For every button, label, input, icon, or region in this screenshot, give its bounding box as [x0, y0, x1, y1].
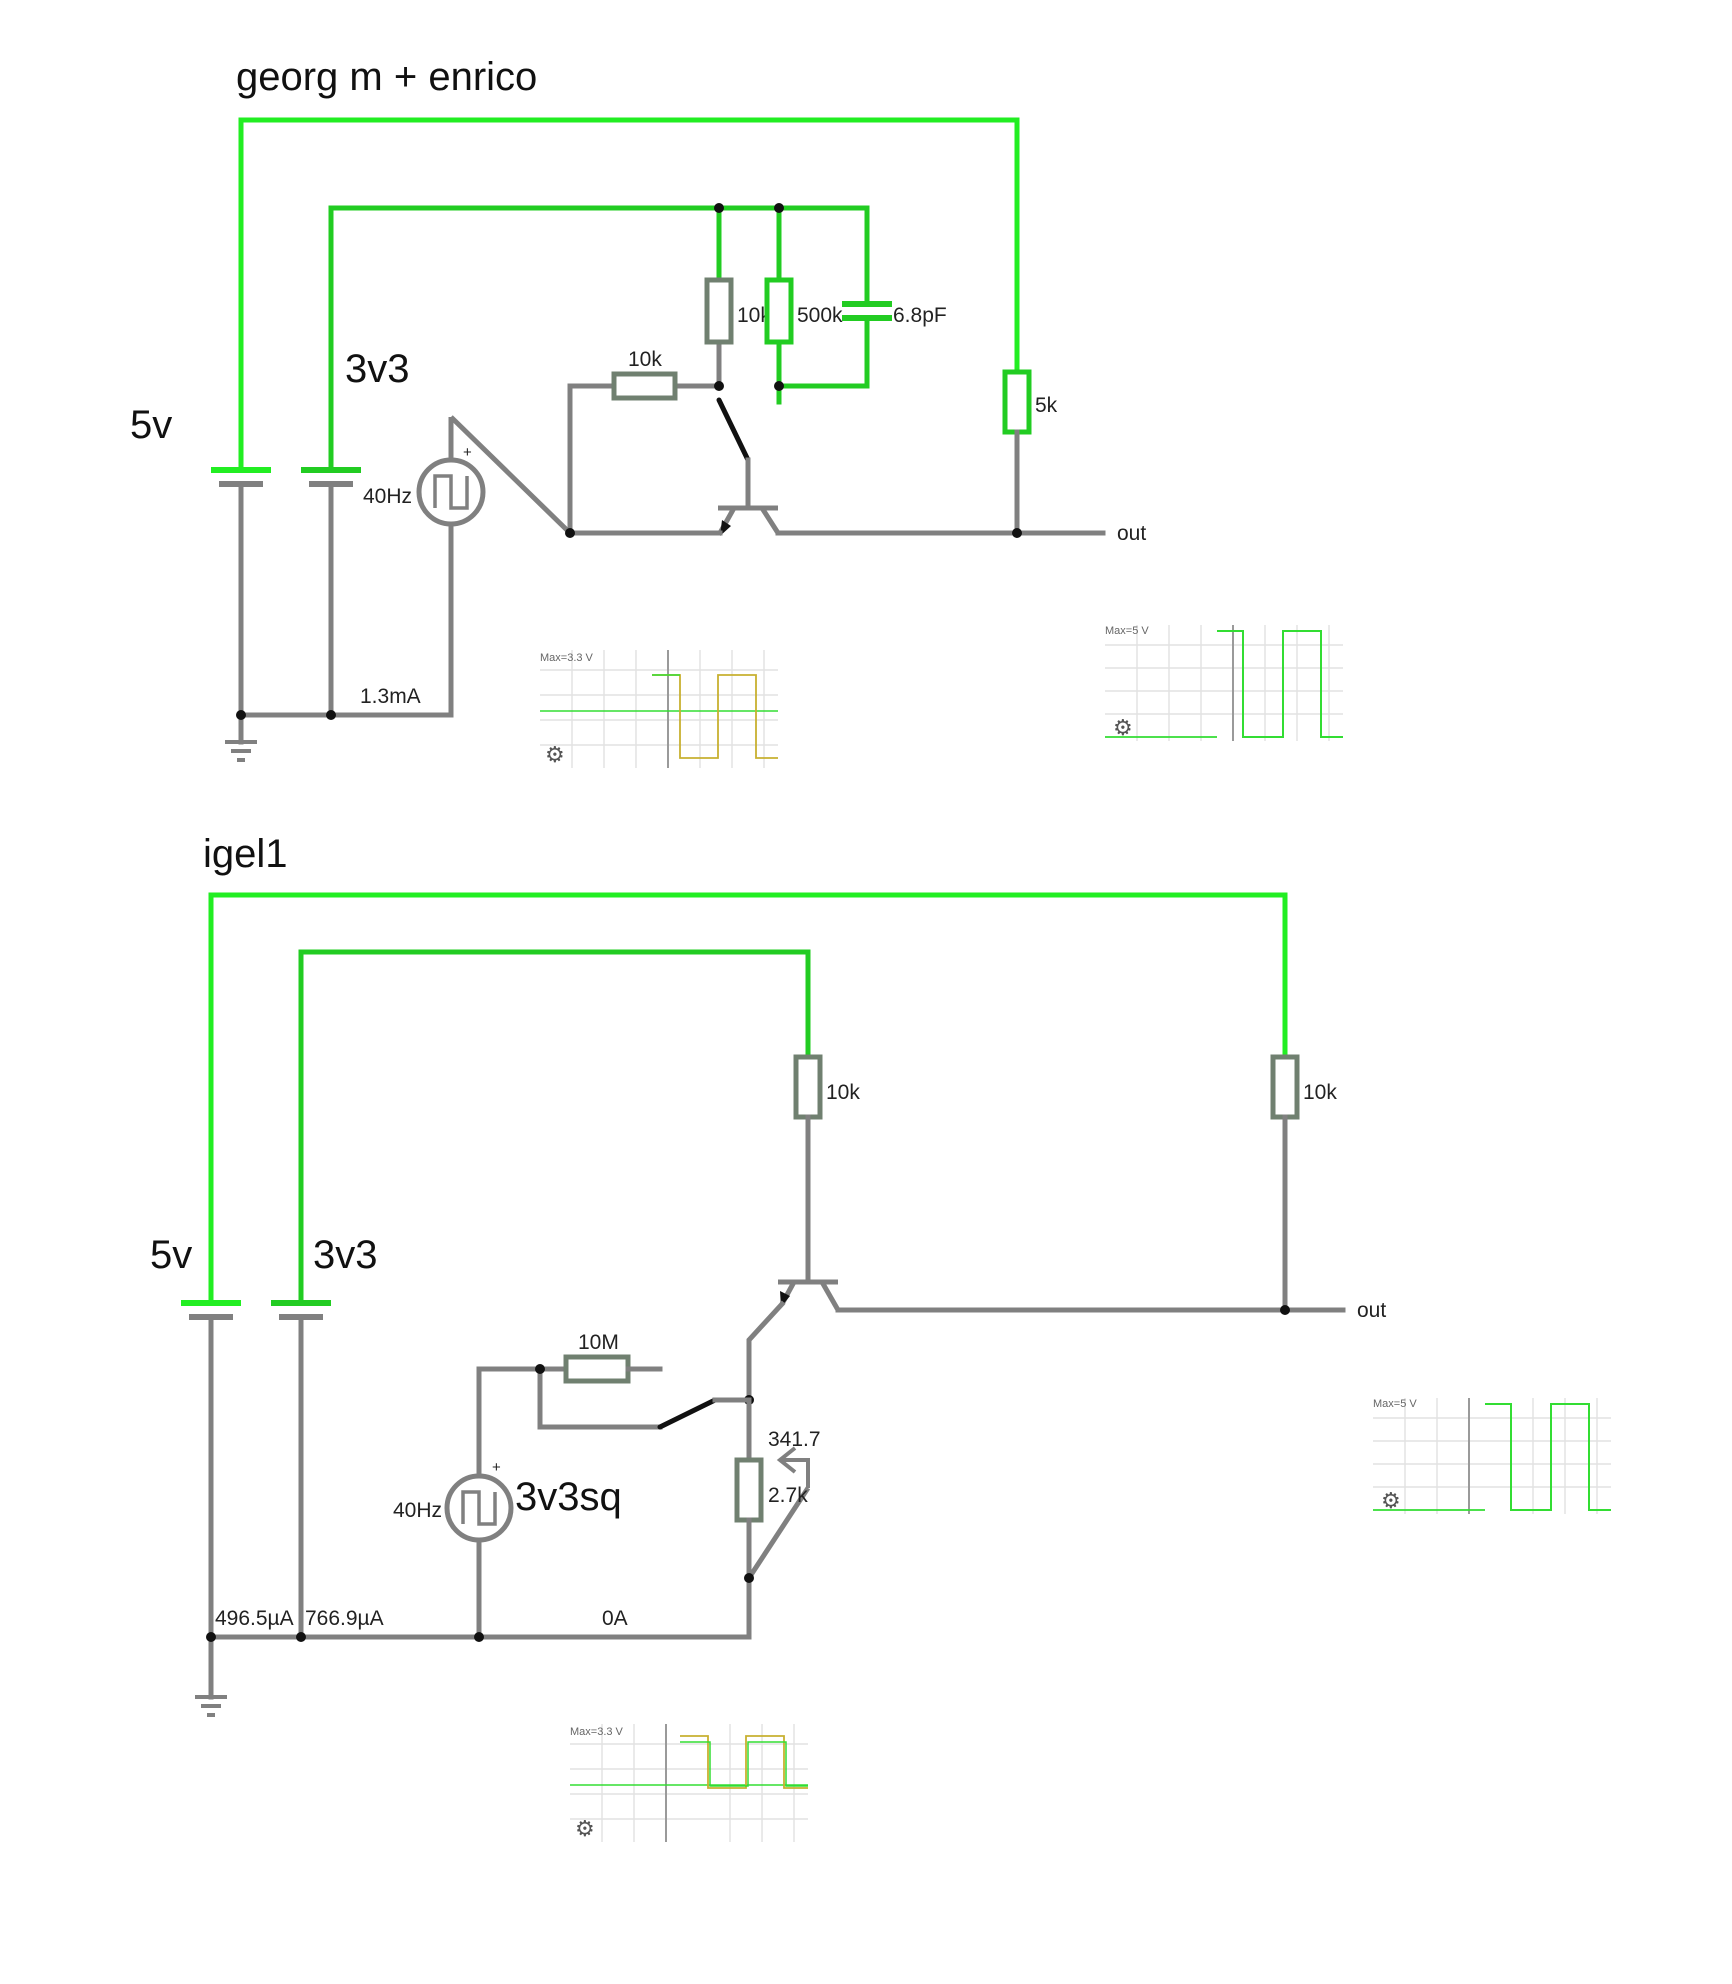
source-name-label: 3v3sq — [515, 1475, 622, 1519]
gear-icon[interactable]: ⚙ — [1381, 1488, 1401, 1513]
square-wave-source-icon[interactable]: + — [444, 1459, 514, 1543]
rpullup-value: 5k — [1035, 394, 1058, 417]
current-3v3-label: 766.9µA — [305, 1607, 384, 1630]
resistor-bias[interactable] — [764, 277, 794, 345]
resistor-base[interactable] — [563, 1354, 631, 1384]
scope-grid — [1105, 625, 1343, 741]
junction-dot — [1280, 1305, 1290, 1315]
scope-max-label: Max=5 V — [1373, 1398, 1417, 1410]
current-gnd-label: 0A — [602, 1607, 628, 1630]
npn-transistor-icon[interactable] — [778, 1279, 841, 1312]
source-freq-label: 40Hz — [393, 1499, 442, 1522]
scope-max-label: Max=5 V — [1105, 625, 1149, 637]
junction-dot — [714, 203, 724, 213]
resistor-collector[interactable] — [793, 1054, 823, 1120]
rail-3v3-wire[interactable] — [328, 205, 870, 473]
circuit-1: georg m + enrico 5v 3v3 1. — [130, 55, 1343, 768]
switch-link-wire[interactable] — [716, 397, 751, 463]
gear-icon[interactable]: ⚙ — [1113, 715, 1133, 740]
rail-3v3-wire[interactable] — [298, 949, 811, 1306]
junction-dot — [326, 710, 336, 720]
svg-text:+: + — [463, 444, 472, 461]
junction-dot — [744, 1573, 754, 1583]
scope-max-label: Max=3.3 V — [540, 652, 594, 664]
junction-dot — [206, 1632, 216, 1642]
junction-dot — [714, 381, 724, 391]
gear-icon[interactable]: ⚙ — [545, 742, 565, 767]
junction-dot — [296, 1632, 306, 1642]
junction-dot — [474, 1632, 484, 1642]
scope-grid — [540, 650, 778, 768]
scope-input-trace — [680, 1735, 808, 1789]
source-freq-label: 40Hz — [363, 485, 412, 508]
junction-dot — [565, 528, 575, 538]
circuit-2-title: igel1 — [203, 832, 288, 876]
emitter-wire[interactable] — [746, 1300, 786, 1403]
rc-value: 10k — [737, 304, 771, 327]
junction-dot — [774, 203, 784, 213]
rbase-value: 10k — [628, 348, 662, 371]
scope-max-label: Max=3.3 V — [570, 1726, 624, 1738]
label-3v3: 3v3 — [345, 347, 410, 391]
resistor-base[interactable] — [611, 371, 678, 401]
scope-grid — [1373, 1398, 1611, 1514]
scope-output-trace — [1217, 630, 1343, 738]
square-wave-source-icon[interactable]: + — [416, 415, 572, 535]
rail-5v-wire[interactable] — [208, 892, 1288, 1306]
label-5v: 5v — [130, 403, 172, 447]
ground-current-label: 1.3mA — [360, 685, 421, 708]
rbase-value: 10M — [578, 1331, 619, 1354]
rpullup-value: 10k — [1303, 1081, 1337, 1104]
rail-5v-wire[interactable] — [238, 117, 1020, 473]
scope-input[interactable]: Max=3.3 V ⚙ — [540, 650, 778, 768]
scope-input-trace-green — [680, 1741, 808, 1787]
bypass-wire[interactable] — [537, 1366, 663, 1430]
cap-value: 6.8pF — [893, 304, 947, 327]
junction-dot — [774, 381, 784, 391]
gear-icon[interactable]: ⚙ — [575, 1816, 595, 1841]
pot-value: 341.7 — [768, 1428, 821, 1451]
resistor-pullup[interactable] — [1270, 1054, 1300, 1120]
scope-output-trace — [1485, 1403, 1611, 1511]
pnp-transistor-icon[interactable] — [717, 505, 781, 536]
resistor-collector[interactable] — [704, 277, 734, 345]
rc-value: 10k — [826, 1081, 860, 1104]
switch-link-wire[interactable] — [657, 1397, 718, 1430]
junction-dot — [535, 1364, 545, 1374]
resistor-pullup[interactable] — [1002, 369, 1032, 435]
current-5v-label: 496.5µA — [215, 1607, 294, 1630]
cap-bottom-wire[interactable] — [776, 315, 870, 389]
junction-dot — [236, 710, 246, 720]
circuit-1-title: georg m + enrico — [236, 55, 537, 99]
junction-dot — [1012, 528, 1022, 538]
rbias-value: 500k — [797, 304, 843, 327]
scope-input[interactable]: Max=3.3 V ⚙ — [570, 1724, 808, 1842]
svg-text:+: + — [492, 1459, 501, 1476]
scope-output[interactable]: Max=5 V ⚙ — [1373, 1398, 1611, 1514]
out-label: out — [1117, 522, 1146, 545]
scope-input-trace — [652, 674, 778, 759]
scope-grid — [570, 1724, 808, 1842]
pot-label: 2.7k — [768, 1484, 808, 1507]
ground-return-wire[interactable] — [238, 481, 454, 718]
scope-output[interactable]: Max=5 V ⚙ — [1105, 625, 1343, 741]
out-label: out — [1357, 1299, 1386, 1322]
capacitor[interactable] — [842, 301, 892, 321]
ground-icon — [195, 1695, 227, 1717]
base-feed-wire[interactable] — [567, 383, 617, 536]
ground-icon — [225, 740, 257, 762]
circuit-2: igel1 5v 3v3 10k 10k out — [150, 832, 1611, 1842]
label-5v: 5v — [150, 1233, 192, 1277]
label-3v3: 3v3 — [313, 1233, 378, 1277]
